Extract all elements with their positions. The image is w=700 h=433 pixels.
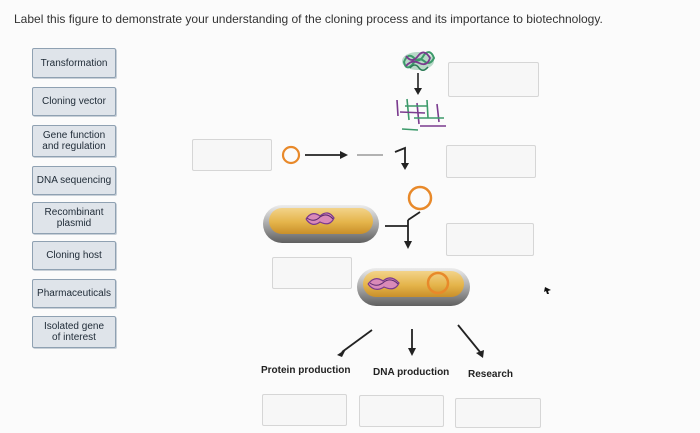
label-gene-function-regulation[interactable]: Gene function and regulation bbox=[32, 125, 116, 157]
mouse-cursor-icon bbox=[544, 287, 551, 294]
label-cloning-host[interactable]: Cloning host bbox=[32, 241, 116, 270]
label-transformation[interactable]: Transformation bbox=[32, 48, 116, 78]
drop-zone-7[interactable] bbox=[359, 395, 444, 427]
label-pharmaceuticals[interactable]: Pharmaceuticals bbox=[32, 279, 116, 308]
label-recombinant-plasmid[interactable]: Recombinant plasmid bbox=[32, 202, 116, 234]
drop-zone-1[interactable] bbox=[448, 62, 539, 97]
outcome-research: Research bbox=[468, 369, 514, 380]
recombinant-plasmid-icon bbox=[407, 185, 433, 211]
drop-zone-4[interactable] bbox=[446, 223, 534, 256]
dna-tangle-icon bbox=[402, 51, 436, 71]
recombinant-host-cell-icon bbox=[357, 268, 470, 306]
drop-zone-2[interactable] bbox=[192, 139, 272, 171]
drop-zone-8[interactable] bbox=[455, 398, 541, 428]
vector-plasmid-icon bbox=[281, 145, 301, 165]
instructions-text: Label this figure to demonstrate your un… bbox=[14, 12, 603, 26]
drop-zone-3[interactable] bbox=[446, 145, 536, 178]
outcome-dna-production: DNA production bbox=[373, 367, 450, 378]
label-dna-sequencing[interactable]: DNA sequencing bbox=[32, 166, 116, 195]
drop-zone-5[interactable] bbox=[272, 257, 352, 289]
label-cloning-vector[interactable]: Cloning vector bbox=[32, 87, 116, 116]
label-isolated-gene-of-interest[interactable]: Isolated gene of interest bbox=[32, 316, 116, 348]
drop-zone-6[interactable] bbox=[262, 394, 347, 426]
dna-fragments-icon bbox=[396, 98, 446, 131]
host-cell-icon bbox=[263, 205, 379, 243]
outcome-protein-production: Protein production bbox=[261, 365, 351, 376]
